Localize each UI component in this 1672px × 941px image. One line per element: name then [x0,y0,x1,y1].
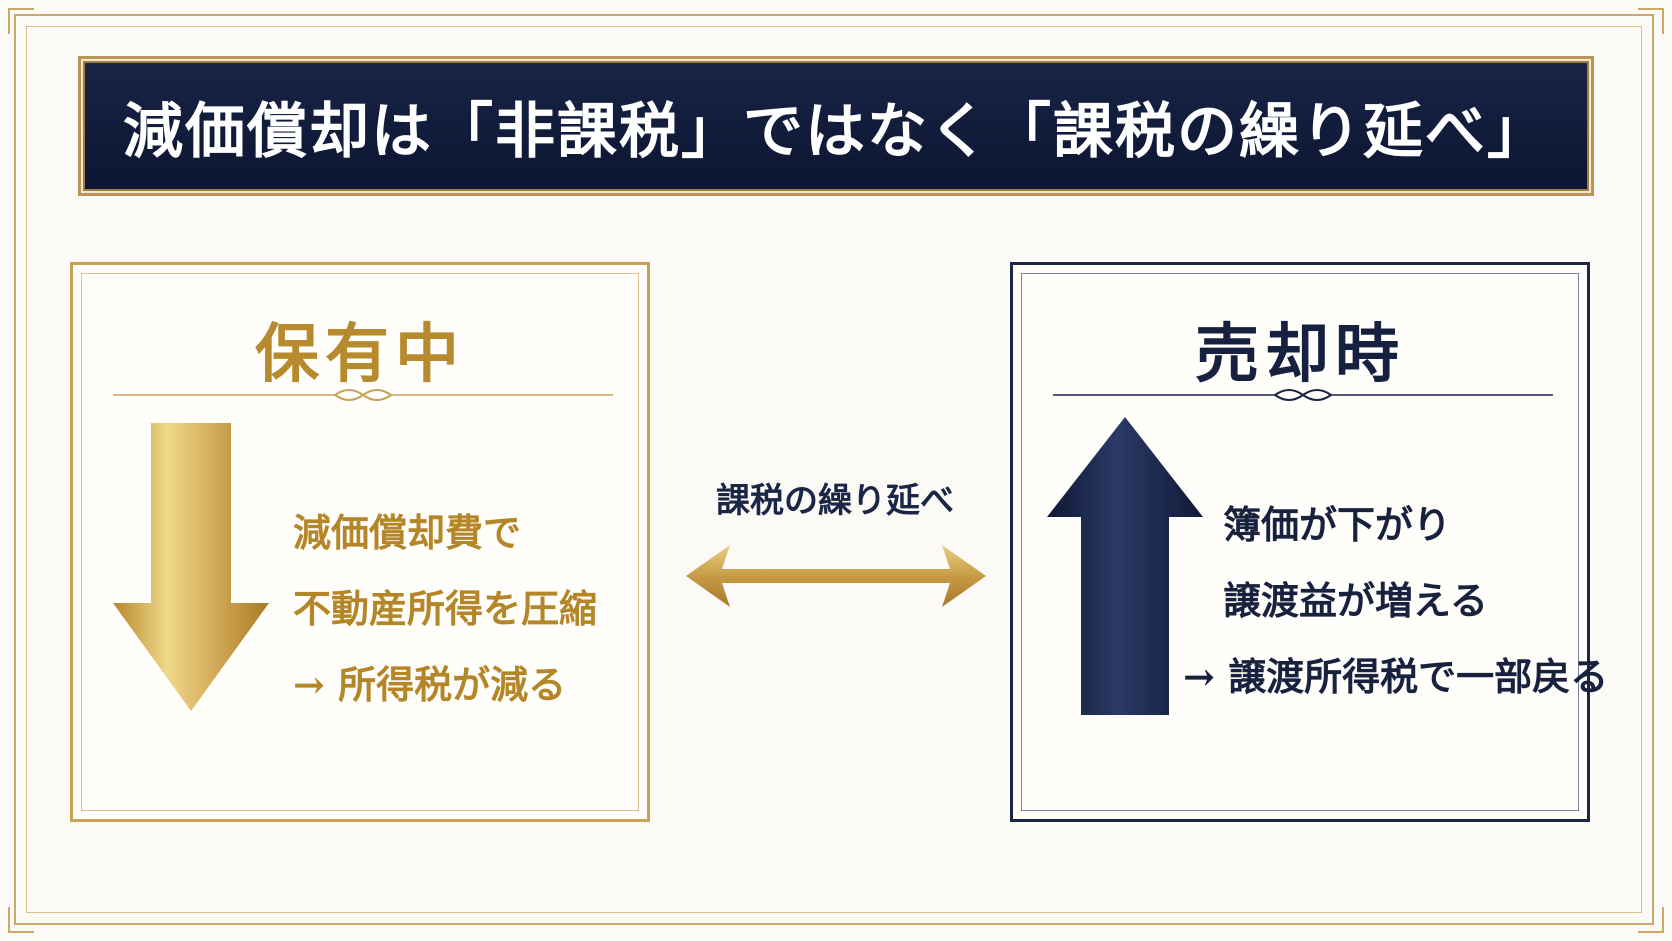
inner-frame [26,26,1642,913]
sale-panel: 売却時 簿価が下がり 譲渡益が増える → 譲渡所得税で一部戻る [1010,262,1608,822]
holding-line-2: 不動産所得を圧縮 [293,586,598,631]
corner-ornament [8,907,34,933]
holding-description: 減価償却費で 不動産所得を圧縮 → 所得税が減る [293,495,597,723]
heading-divider [1053,387,1553,407]
up-arrow-icon [1047,417,1203,715]
holding-panel: 保有中 減価償却費で 不動産所得を圧縮 → 所得税が減る [70,262,650,822]
holding-line-1: 減価償却費で [293,510,522,555]
corner-ornament [8,8,34,34]
sale-heading: 売却時 [1195,317,1405,392]
corner-ornament [1638,907,1664,933]
double-arrow-icon [686,545,986,607]
title-banner: 減価償却は「非課税」ではなく「課税の繰り延べ」 [78,56,1594,196]
sale-description: 簿価が下がり 譲渡益が増える → 譲渡所得税で一部戻る [1183,487,1608,715]
holding-heading: 保有中 [255,317,465,392]
sale-line-2: 譲渡益が増える [1223,578,1488,623]
heading-divider [113,387,613,407]
panel-inner-border [1021,273,1579,811]
panel-inner-border [81,273,639,811]
holding-line-3: → 所得税が減る [293,662,567,707]
outer-frame [14,14,1654,925]
sale-line-3: → 譲渡所得税で一部戻る [1183,654,1609,699]
page-title: 減価償却は「非課税」ではなく「課税の繰り延べ」 [123,96,1549,167]
deferral-label: 課税の繰り延べ [716,481,954,521]
down-arrow-icon [113,423,269,711]
sale-line-1: 簿価が下がり [1223,502,1452,547]
corner-ornament [1638,8,1664,34]
